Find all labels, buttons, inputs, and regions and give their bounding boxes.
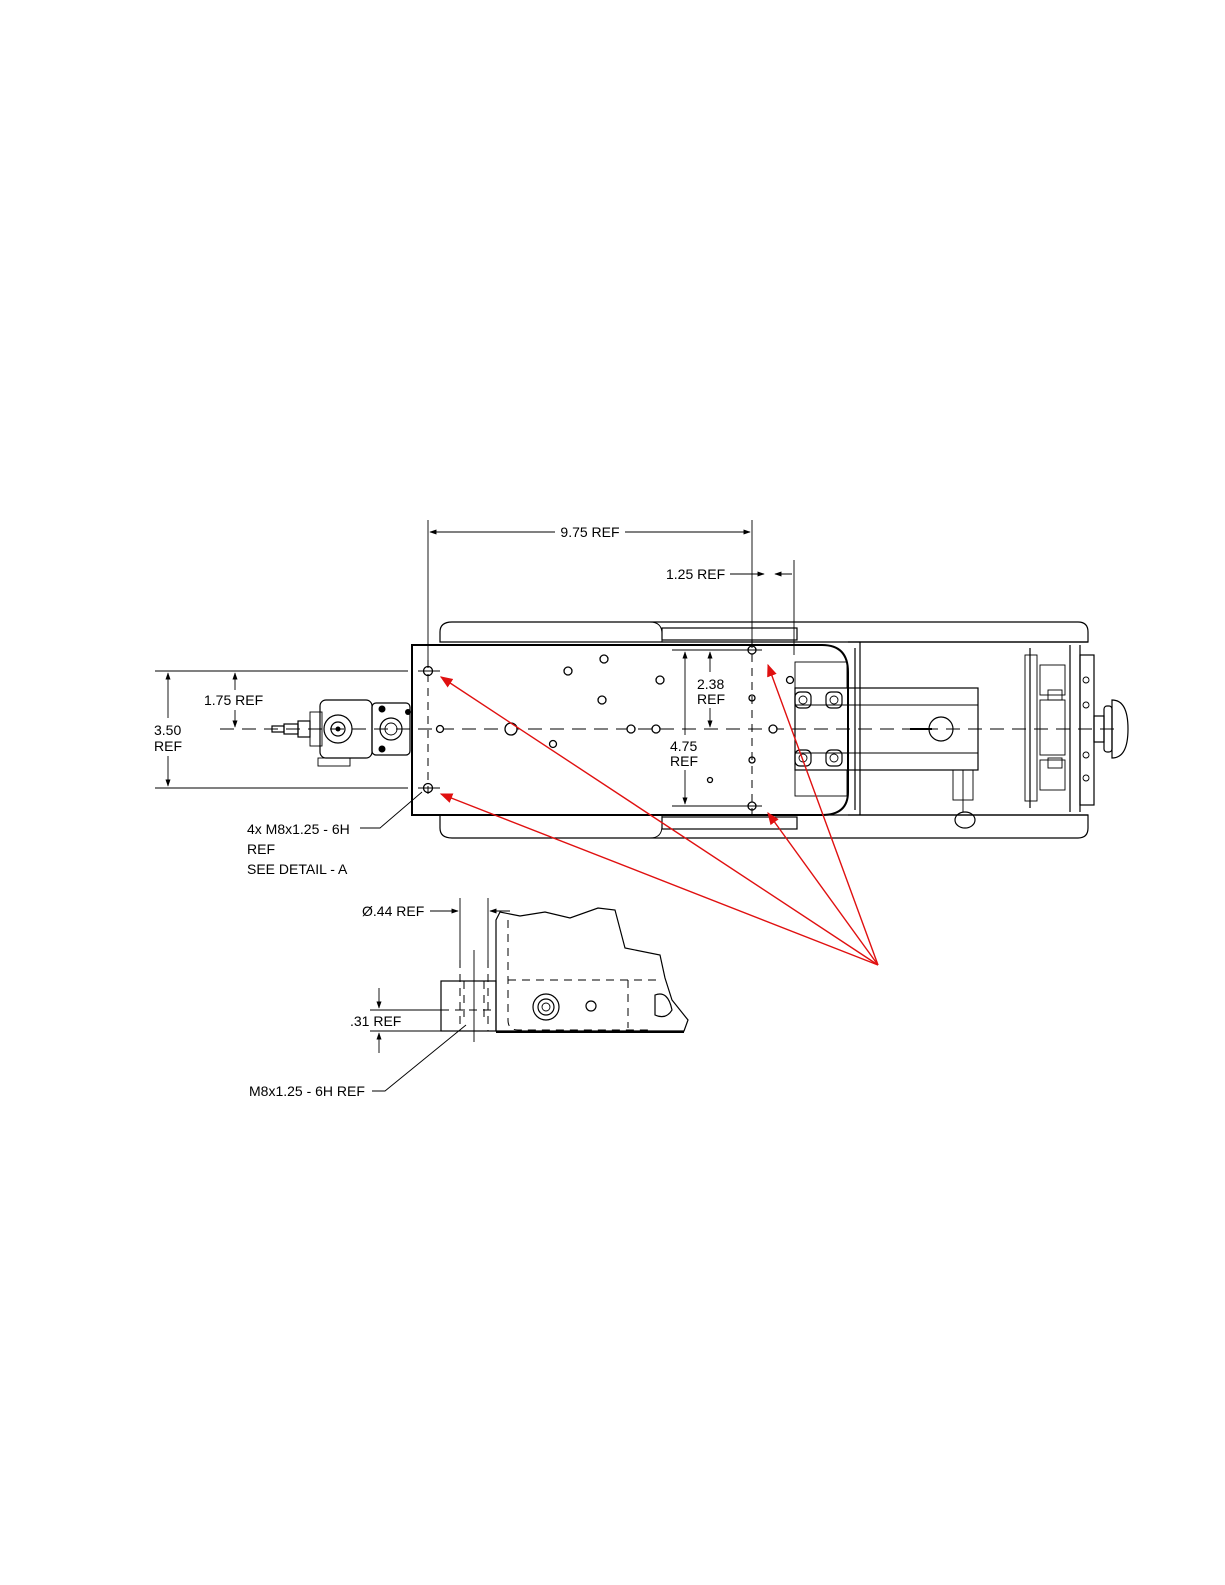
dim-half-width-ref: 1.75 REF <box>204 692 263 708</box>
plate-holes <box>424 646 794 810</box>
dim-width-ref-word: REF <box>154 738 182 754</box>
detail-screw-mid <box>538 999 554 1015</box>
detail-a-view: Ø.44 REF .31 REF M8x1.25 - 6H REF <box>249 898 688 1099</box>
clamp-jaw-top <box>795 662 847 688</box>
detail-depth-ref: .31 REF <box>350 1013 401 1029</box>
clamp-jaw-bottom <box>795 770 847 796</box>
detail-hidden-profile <box>508 920 650 1030</box>
dim-inner-width-ref-word: REF <box>670 753 698 769</box>
dimensions: 9.75 REF 1.25 REF 3.50 REF 1.75 REF 2.38… <box>154 520 794 806</box>
thread-callout: 4x M8x1.25 - 6H REF SEE DETAIL - A <box>247 792 422 877</box>
end-cap-screw-4 <box>1083 775 1089 781</box>
rotary-actuator <box>272 700 411 766</box>
detail-diameter-ref: Ø.44 REF <box>362 903 424 919</box>
end-block-1 <box>1040 665 1065 695</box>
end-cap-screw-2 <box>1083 702 1089 708</box>
pointer-to-top-left-hole <box>441 677 878 965</box>
end-cap-screw-1 <box>1083 677 1089 683</box>
end-stud-2 <box>1048 758 1062 768</box>
detail-thread-ref: M8x1.25 - 6H REF <box>249 1083 365 1099</box>
end-block-3 <box>1040 760 1065 790</box>
detail-screw-outer <box>533 994 559 1020</box>
dim-inner-width-value: 4.75 <box>670 738 697 754</box>
end-cap-screw-3 <box>1083 752 1089 758</box>
detail-screw-inner <box>542 1003 550 1011</box>
callout-thread-line1: 4x M8x1.25 - 6H <box>247 821 350 837</box>
upper-slide-bar <box>662 628 797 640</box>
pointer-to-bottom-right-hole <box>768 813 878 965</box>
upper-rail-pad <box>455 622 662 642</box>
dim-width-value: 3.50 <box>154 722 181 738</box>
upper-rail <box>440 622 1088 642</box>
callout-thread-line2: REF <box>247 841 275 857</box>
end-block-2 <box>1040 700 1065 755</box>
lower-rail <box>440 815 1088 838</box>
end-plate <box>1025 655 1037 801</box>
dim-offset-ref: 1.25 REF <box>666 566 725 582</box>
callout-thread-line3: SEE DETAIL - A <box>247 861 348 877</box>
detail-hole <box>586 1001 596 1011</box>
lower-rail-pad <box>455 815 662 838</box>
pointer-to-bottom-left-hole <box>441 794 878 965</box>
lower-slide-bar <box>662 817 797 829</box>
dim-inner-half-ref-word: REF <box>697 691 725 707</box>
dim-length-ref: 9.75 REF <box>560 524 619 540</box>
detail-fitting <box>655 994 672 1017</box>
dim-inner-half-value: 2.38 <box>697 676 724 692</box>
detail-body-outline <box>496 908 688 1031</box>
